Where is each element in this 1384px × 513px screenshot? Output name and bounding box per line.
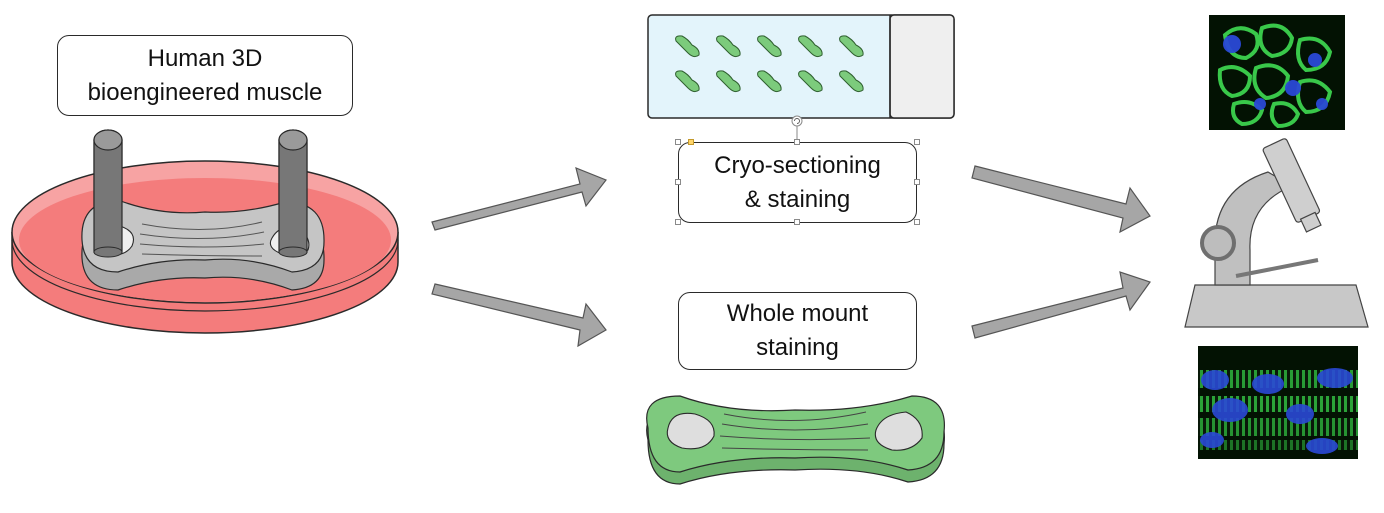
tissue-section bbox=[757, 35, 782, 58]
striated-fluorescence-image-icon bbox=[1198, 346, 1358, 459]
cryo-label-line-2: & staining bbox=[744, 185, 851, 213]
cryo-label: Cryo-sectioning & staining bbox=[678, 142, 917, 223]
selection-handle[interactable] bbox=[914, 219, 920, 225]
muscle-label-line-2: bioengineered muscle bbox=[87, 78, 323, 106]
arrow-to-whole-mount bbox=[431, 283, 607, 348]
tissue-section bbox=[716, 35, 741, 58]
tissue-section bbox=[675, 70, 700, 93]
tissue-section bbox=[798, 35, 823, 58]
fluorescence-image-icon bbox=[1209, 15, 1345, 130]
adjust-handle[interactable] bbox=[688, 139, 694, 145]
tissue-section bbox=[839, 35, 864, 58]
selection-handle[interactable] bbox=[675, 139, 681, 145]
tissue-section bbox=[675, 35, 700, 58]
selection-handle[interactable] bbox=[794, 219, 800, 225]
muscle-construct-icon bbox=[81, 129, 325, 291]
selection-handle[interactable] bbox=[675, 219, 681, 225]
whole-mount-label-line-1: Whole mount bbox=[726, 300, 869, 327]
tissue-section bbox=[716, 70, 741, 93]
tissue-section bbox=[839, 70, 864, 93]
selection-handle[interactable] bbox=[675, 179, 681, 185]
microscope-icon bbox=[1184, 138, 1369, 328]
whole-mount-label: Whole mount staining bbox=[678, 292, 917, 370]
tissue-section bbox=[798, 70, 823, 93]
muscle-label: Human 3D bioengineered muscle bbox=[57, 35, 353, 116]
selection-handle[interactable] bbox=[914, 139, 920, 145]
arrow-cryo-to-microscope bbox=[971, 165, 1151, 234]
cryo-label-line-1: Cryo-sectioning bbox=[714, 151, 881, 179]
tissue-sections bbox=[675, 35, 864, 93]
muscle-label-line-1: Human 3D bbox=[147, 44, 263, 72]
selection-handle[interactable] bbox=[794, 139, 800, 145]
glass-slide-icon bbox=[647, 14, 955, 119]
whole-mount-label-line-2: staining bbox=[756, 334, 839, 361]
arrow-whole-mount-to-microscope bbox=[971, 271, 1151, 339]
whole-mount-tissue-icon bbox=[646, 395, 945, 485]
tissue-section bbox=[757, 70, 782, 93]
arrow-to-cryo bbox=[431, 167, 607, 231]
selection-handle[interactable] bbox=[914, 179, 920, 185]
